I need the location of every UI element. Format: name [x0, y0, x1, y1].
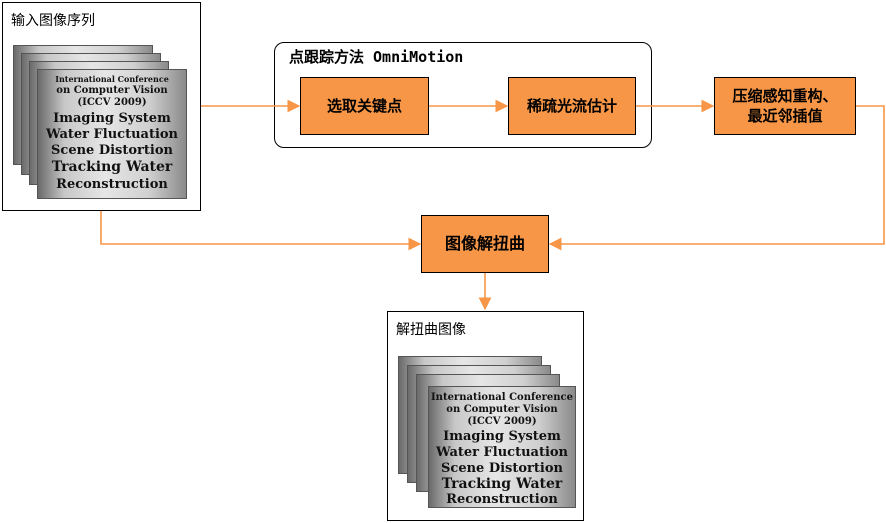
output-line-7: Tracking Water — [441, 476, 563, 492]
input-line-1: International Conference — [55, 74, 169, 84]
output-line-2: on Computer Vision — [446, 404, 558, 415]
input-line-5: Water Fluctuation — [45, 127, 179, 142]
arrow-input-to-dewarp — [100, 211, 422, 251]
output-line-3: (ICCV 2009) — [467, 416, 537, 427]
sparse-flow-node: 稀疏光流估计 — [508, 77, 636, 135]
input-line-6: Scene Distortion — [51, 143, 173, 158]
output-image-panel: 解扭曲图像 International Conference on Comput… — [387, 311, 584, 521]
output-line-1: International Conference — [431, 392, 573, 403]
input-frame-4: International Conference on Computer Vis… — [37, 69, 187, 199]
input-line-8: Reconstruction — [56, 177, 168, 192]
cs-reconstruction-node: 压缩感知重构、 最近邻插值 — [714, 77, 856, 135]
input-line-2: on Computer Vision — [56, 85, 168, 96]
input-panel-title: 输入图像序列 — [11, 13, 95, 29]
input-line-7: Tracking Water — [51, 159, 173, 175]
output-line-6: Scene Distortion — [441, 461, 563, 476]
output-line-4: Imaging System — [443, 429, 561, 444]
point-tracking-title: 点跟踪方法 OmniMotion — [289, 48, 464, 66]
input-image-panel: 输入图像序列 International Conference on Compu… — [2, 2, 201, 211]
output-line-8: Reconstruction — [446, 492, 558, 507]
input-line-4: Imaging System — [53, 111, 171, 126]
output-frame-4: International Conference on Computer Vis… — [428, 386, 576, 508]
input-line-3: (ICCV 2009) — [77, 97, 147, 108]
select-keypoints-node: 选取关键点 — [300, 77, 429, 135]
arrow-reconstruction-to-dewarp — [548, 105, 885, 251]
dewarp-node: 图像解扭曲 — [421, 215, 549, 273]
output-panel-title: 解扭曲图像 — [396, 322, 466, 338]
output-line-5: Water Fluctuation — [435, 445, 569, 460]
